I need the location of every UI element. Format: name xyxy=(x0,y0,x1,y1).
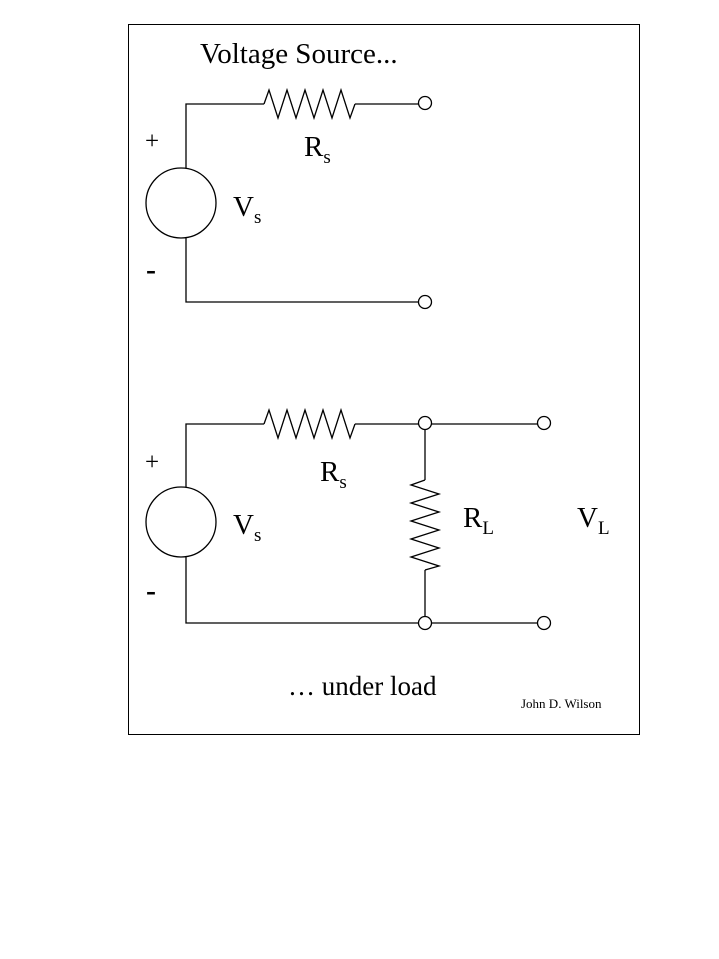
bottom-circuit-source-label-main: V xyxy=(233,509,254,541)
bottom-circuit-voltage-source xyxy=(145,486,217,558)
bottom-circuit-resistor-label-main: R xyxy=(320,456,340,488)
top-circuit-lower-wire xyxy=(185,238,419,303)
bottom-circuit-source-label: Vs xyxy=(233,509,261,546)
top-circuit-resistor-label-sub: s xyxy=(323,147,330,168)
top-circuit-source-label: Vs xyxy=(233,191,261,228)
bottom-circuit-node-top xyxy=(417,415,433,431)
bottom-circuit-load-label: RL xyxy=(463,502,494,539)
top-circuit-voltage-source xyxy=(145,167,217,239)
bottom-circuit-load-label-main: R xyxy=(463,502,483,534)
top-circuit-upper-wire-left xyxy=(185,103,264,168)
diagram-caption: … under load xyxy=(288,671,437,701)
top-circuit-output-terminal-positive xyxy=(417,95,433,111)
bottom-circuit-load-label-sub: L xyxy=(482,518,494,539)
bottom-circuit-output-terminal-positive xyxy=(536,415,552,431)
bottom-circuit-load-voltage-label-sub: L xyxy=(598,518,610,539)
bottom-circuit-node-bottom xyxy=(417,615,433,631)
top-circuit-output-terminal-negative xyxy=(417,294,433,310)
bottom-circuit-resistor-label: Rs xyxy=(320,456,347,493)
bottom-circuit-lower-wire-left xyxy=(185,557,419,624)
bottom-circuit-output-terminal-negative xyxy=(536,615,552,631)
top-circuit-resistor-label: Rs xyxy=(304,131,331,168)
bottom-circuit-resistor-label-sub: s xyxy=(339,472,346,493)
top-circuit-resistor-rs xyxy=(263,87,356,121)
author-credit: John D. Wilson xyxy=(521,696,602,711)
top-circuit: + - Vs Rs xyxy=(145,87,433,310)
top-circuit-minus-sign: - xyxy=(146,253,156,286)
top-circuit-source-label-sub: s xyxy=(254,207,261,228)
top-circuit-resistor-label-main: R xyxy=(304,131,324,163)
bottom-circuit-resistor-rs xyxy=(263,407,356,441)
bottom-circuit-load-voltage-label: VL xyxy=(577,502,610,539)
bottom-circuit-upper-wire-left xyxy=(185,423,264,487)
top-circuit-plus-sign: + xyxy=(145,128,159,155)
bottom-circuit-resistor-rl xyxy=(408,479,442,571)
bottom-circuit: + - Vs Rs RL VL xyxy=(145,407,610,631)
bottom-circuit-minus-sign: - xyxy=(146,574,156,607)
diagram-frame xyxy=(128,24,640,735)
bottom-circuit-load-voltage-label-main: V xyxy=(577,502,598,534)
diagram-title: Voltage Source... xyxy=(200,38,398,70)
top-circuit-source-label-main: V xyxy=(233,191,254,223)
bottom-circuit-source-label-sub: s xyxy=(254,525,261,546)
bottom-circuit-plus-sign: + xyxy=(145,449,159,476)
